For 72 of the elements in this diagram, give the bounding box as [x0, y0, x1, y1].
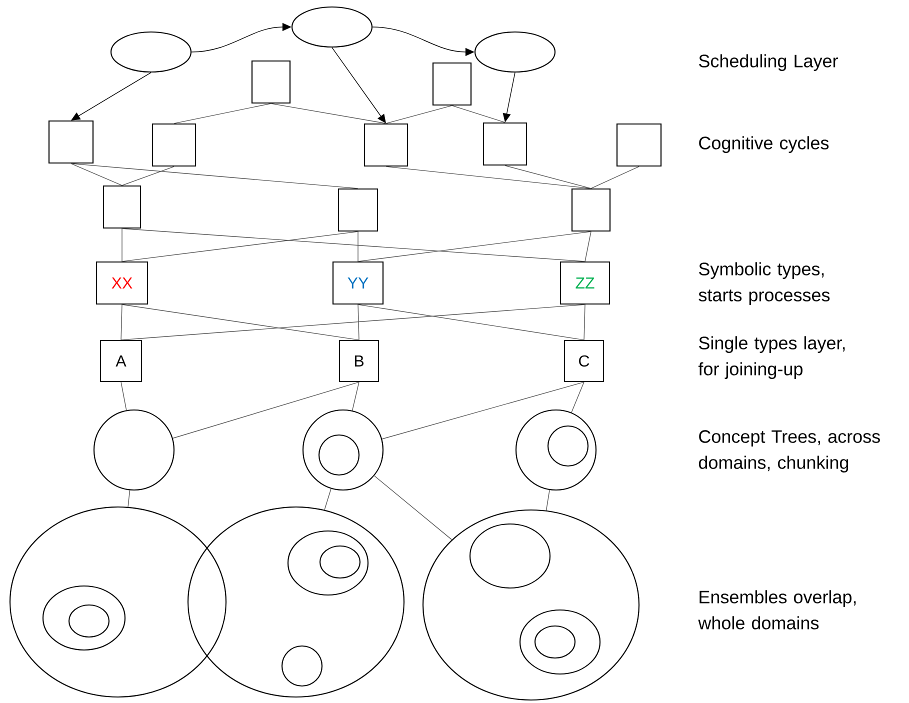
square-node [616, 123, 662, 167]
connector-line [386, 105, 452, 124]
connector-line [571, 382, 584, 413]
ellipse-node [534, 625, 576, 659]
connector-line [584, 304, 586, 340]
layer-label: Cognitive cycles [699, 136, 829, 153]
connector-line [122, 231, 358, 262]
connector-line [122, 228, 586, 262]
square-node [102, 185, 142, 229]
connector-line [382, 382, 584, 440]
circle-node [93, 409, 175, 491]
connector-line [270, 103, 386, 124]
square-node [571, 188, 611, 232]
connector-line [122, 304, 360, 340]
connector-line [120, 304, 122, 340]
connector-line [120, 304, 586, 340]
circle-node [547, 425, 589, 467]
connector-line [358, 231, 592, 262]
connector-line [172, 382, 360, 439]
square-node [251, 60, 291, 104]
square-node [364, 123, 408, 167]
connector-line [70, 163, 358, 189]
connector-line [352, 382, 360, 411]
connector-line [128, 490, 130, 508]
ellipse-node [42, 585, 126, 651]
connector-line [584, 231, 592, 262]
connector-line [324, 488, 332, 510]
connector-line [386, 166, 592, 189]
ellipse-node [110, 31, 192, 73]
square-node: XX [96, 261, 148, 305]
square-node [432, 62, 472, 106]
connector-line [546, 490, 550, 511]
connector-line [452, 105, 506, 123]
arrow [71, 72, 152, 120]
square-node: A [100, 340, 142, 382]
connector-line [358, 304, 584, 340]
layer-label: Symbolic types, starts processes [698, 262, 830, 305]
layer-label: Ensembles overlap, whole domains [698, 590, 856, 630]
ellipse-node [474, 31, 556, 73]
connector-line [120, 382, 127, 411]
connector-line [590, 166, 640, 189]
layer-label: Scheduling Layer [699, 54, 838, 71]
ellipse-node [287, 530, 369, 596]
connector-line [504, 165, 592, 189]
circle-node [318, 434, 360, 476]
square-node: ZZ [560, 261, 610, 305]
connector-line [358, 304, 360, 340]
circle-node [281, 645, 323, 687]
circle-node [515, 409, 597, 491]
ellipse-node [9, 506, 227, 698]
square-node [48, 120, 94, 164]
connector-line [374, 475, 452, 540]
ellipse-node [422, 509, 640, 701]
connector-line [122, 166, 174, 186]
ellipse-node [519, 609, 601, 675]
ellipse-node [187, 506, 405, 698]
square-node [482, 122, 528, 166]
ellipse-node [319, 545, 361, 579]
layer-label: Concept Trees, across domains, chunking [698, 430, 880, 472]
layer-label: Single types layer, for joining-up [698, 336, 845, 379]
square-node: YY [332, 261, 384, 305]
square-node: C [564, 340, 604, 382]
square-node [152, 123, 196, 167]
connector-line [174, 103, 272, 124]
square-node: B [338, 340, 380, 382]
square-node [338, 188, 378, 232]
ellipse-node [291, 6, 373, 48]
ellipse-node [469, 523, 551, 589]
arrow [332, 47, 386, 124]
connector-line [70, 163, 122, 186]
ellipse-node [68, 604, 110, 638]
circle-node [302, 409, 384, 491]
